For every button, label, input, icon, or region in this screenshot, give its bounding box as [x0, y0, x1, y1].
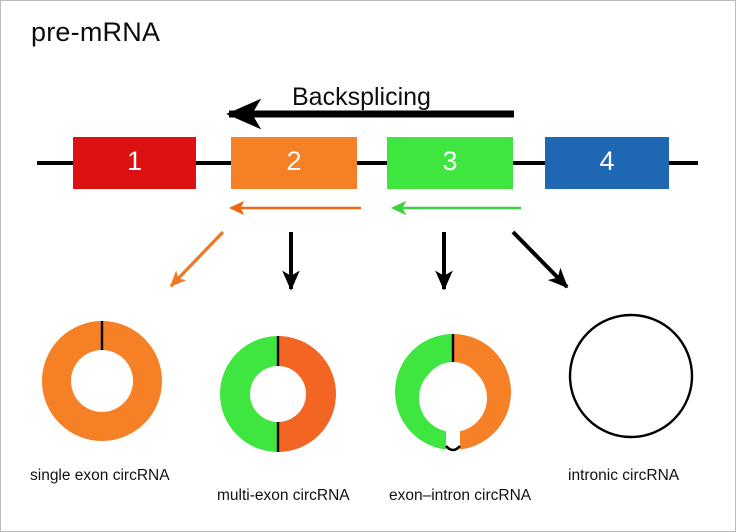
exon-label-4: 4 [599, 146, 615, 176]
exon-label-2: 2 [286, 146, 302, 176]
circrna-label-multi-exon: multi-exon circRNA [217, 487, 350, 504]
circrna-label-intronic: intronic circRNA [568, 467, 680, 484]
exon-box-3 [387, 137, 513, 189]
exon-box-4 [545, 137, 669, 189]
circrna-multi-exon [220, 336, 336, 452]
circrna-exon-intron [395, 334, 511, 452]
circrna-label-single-exon: single exon circRNA [30, 467, 170, 484]
backsplicing-label: Backsplicing [292, 83, 431, 111]
arrow-to-single-exon [169, 230, 225, 288]
exon-label-3: 3 [442, 146, 458, 176]
exon-box-2 [231, 137, 357, 189]
circrna-single-exon [42, 321, 162, 441]
circrna-intronic [568, 313, 694, 439]
circrna-label-exon-intron: exon–intron circRNA [389, 487, 532, 504]
arrow-to-intronic [511, 230, 569, 289]
exon-label-1: 1 [126, 146, 143, 176]
page-title: pre-mRNA [31, 17, 161, 47]
exon-box-1 [73, 137, 196, 189]
